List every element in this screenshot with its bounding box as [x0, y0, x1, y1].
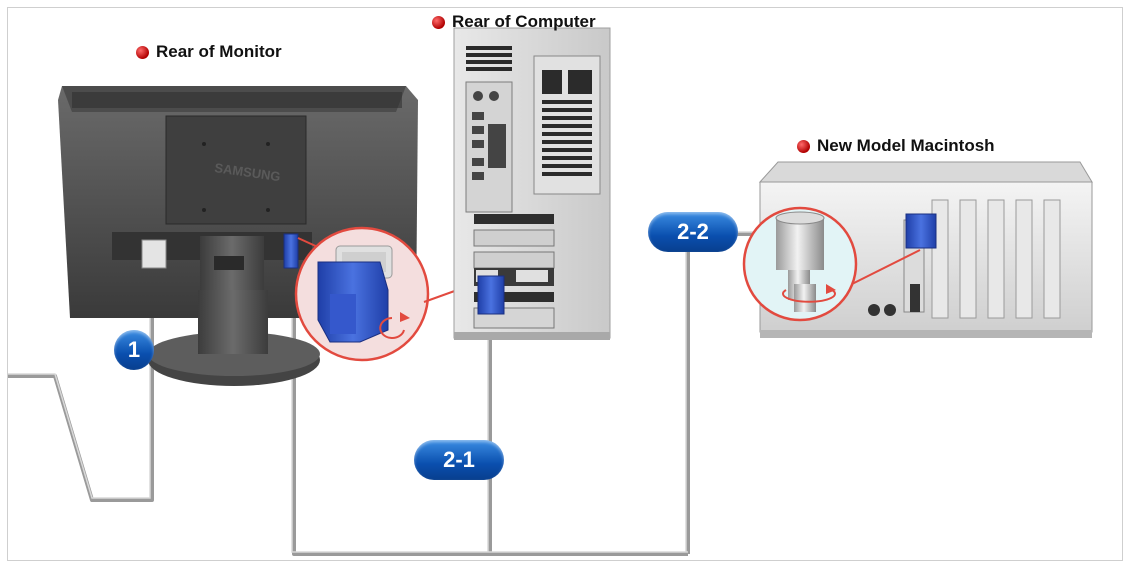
step-badge-text: 2-2	[677, 219, 709, 244]
step-badge-2-1: 2-1	[414, 440, 504, 480]
computer-tower-rear	[453, 27, 611, 340]
step-badge-text: 2-1	[443, 447, 475, 472]
red-bullet-icon	[797, 139, 810, 153]
label-rear-of-computer: Rear of Computer	[432, 12, 596, 32]
label-text: Rear of Monitor	[156, 42, 282, 61]
power-cable	[8, 282, 154, 502]
red-bullet-icon	[136, 45, 149, 59]
power-connector	[141, 239, 167, 269]
step-badge-text: 1	[127, 337, 141, 362]
label-rear-of-monitor: Rear of Monitor	[136, 42, 282, 62]
label-text: New Model Macintosh	[817, 136, 995, 155]
label-text: Rear of Computer	[452, 12, 596, 31]
monitor-connector-zoom	[294, 226, 475, 362]
step-badge-1: 1	[114, 330, 154, 370]
mac-connector-zoom	[742, 206, 921, 322]
step-badge-2-2: 2-2	[648, 212, 738, 252]
red-bullet-icon	[432, 15, 445, 29]
label-new-model-macintosh: New Model Macintosh	[797, 136, 995, 156]
